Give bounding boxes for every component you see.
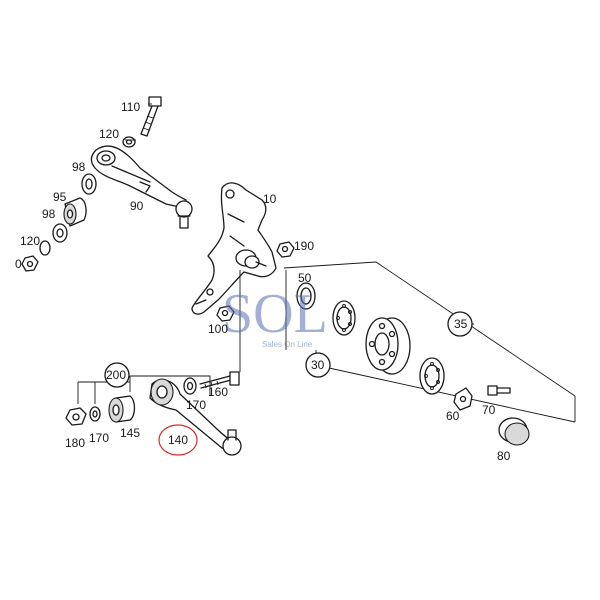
watermark-logo: SOL	[222, 283, 328, 345]
callout-circle-35	[447, 311, 473, 337]
nut-180	[65, 407, 87, 426]
label-98-top: 98	[72, 160, 86, 174]
upper-control-arm-90	[90, 145, 193, 229]
label-120-top: 120	[99, 127, 119, 141]
label-30: 30	[311, 358, 325, 372]
sol-watermark: SOL Sales On Line	[222, 283, 328, 349]
steering-knuckle-10	[191, 182, 277, 315]
label-98-bottom: 98	[42, 207, 56, 221]
label-145: 145	[120, 426, 140, 440]
label-0: 0	[15, 257, 22, 271]
label-95: 95	[53, 190, 67, 204]
label-190: 190	[294, 239, 314, 253]
nut-100	[216, 305, 235, 322]
wheel-bearing-rear	[419, 357, 445, 395]
washer-170-left	[89, 406, 101, 422]
hub-cap-80	[498, 417, 530, 446]
bushing-145	[108, 395, 136, 423]
label-180: 180	[65, 436, 85, 450]
seal-50	[296, 282, 316, 310]
watermark-tagline: Sales On Line	[262, 340, 313, 349]
label-200: 200	[106, 368, 126, 382]
clamp-nut-60	[453, 387, 473, 411]
label-160: 160	[208, 385, 228, 399]
label-80: 80	[497, 449, 511, 463]
nut-190	[276, 241, 295, 258]
callout-circle-200	[104, 362, 130, 388]
bolt-160	[199, 371, 240, 389]
label-110: 110	[121, 100, 140, 114]
washer-170-right	[183, 377, 197, 395]
washer-120-top	[122, 136, 136, 148]
wheel-hub-30	[365, 317, 411, 375]
label-120-bottom: 120	[20, 234, 40, 248]
label-60: 60	[446, 409, 460, 423]
label-90: 90	[130, 199, 144, 213]
label-10: 10	[263, 192, 277, 206]
label-140: 140	[168, 433, 188, 447]
label-35: 35	[454, 317, 468, 331]
label-170-left: 170	[89, 431, 109, 445]
tension-strut-140	[149, 378, 242, 456]
bushing-stack-95	[21, 173, 97, 272]
label-170-right: 170	[186, 398, 206, 412]
callout-circle-30	[305, 352, 331, 378]
bolt-110	[140, 96, 162, 137]
screw-70	[487, 385, 511, 396]
wheel-bearing-front	[332, 300, 356, 336]
highlight-circle-140	[158, 424, 198, 456]
label-100: 100	[208, 322, 228, 336]
label-50: 50	[298, 271, 312, 285]
label-70: 70	[482, 403, 496, 417]
